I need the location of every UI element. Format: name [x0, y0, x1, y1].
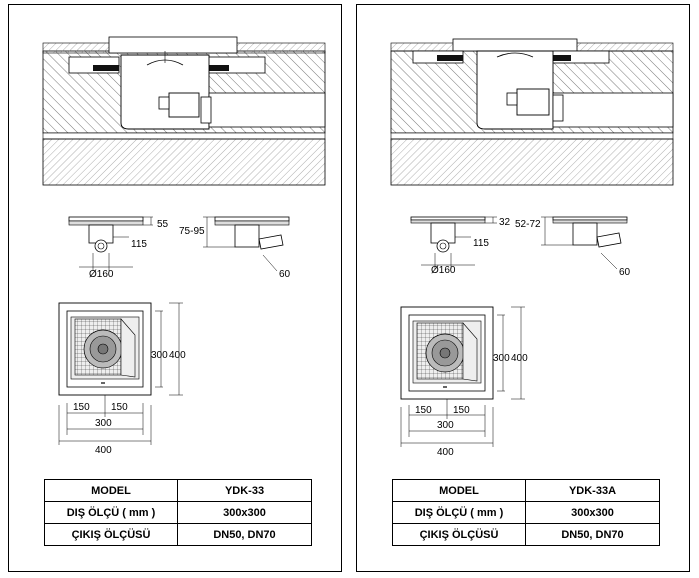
dim-outer-height: 400	[169, 350, 186, 361]
panel-ydk-33a: 32 52-72 115 Ø160 60 300 400 150 150 300…	[356, 4, 690, 572]
dim-outer-width: 400	[95, 445, 112, 456]
dim-depth-range: 75-95	[179, 226, 205, 237]
spec-label-outlet: ÇIKIŞ ÖLÇÜSÜ	[44, 523, 178, 546]
spec-label-size: DIŞ ÖLÇÜ ( mm )	[44, 501, 178, 524]
dim-half-b: 150	[111, 402, 128, 413]
dim-outlet-diameter: Ø160	[89, 269, 114, 280]
spec-table: MODEL YDK-33 DIŞ ÖLÇÜ ( mm ) 300x300 ÇIK…	[44, 479, 312, 546]
spec-row-size: DIŞ ÖLÇÜ ( mm ) 300x300	[392, 501, 660, 524]
dim-outlet-height: 115	[473, 238, 489, 249]
technical-drawing: 32 52-72 115 Ø160 60 300 400 150 150 300…	[390, 38, 674, 458]
spec-row-outlet: ÇIKIŞ ÖLÇÜSÜ DN50, DN70	[44, 523, 312, 546]
plan-view	[400, 306, 525, 447]
spec-row-model: MODEL YDK-33	[44, 479, 312, 502]
section-view	[42, 36, 326, 186]
spec-value-model: YDK-33A	[525, 479, 660, 502]
dim-side-outlet: 60	[619, 267, 631, 278]
dim-side-outlet: 60	[279, 269, 291, 280]
spec-row-outlet: ÇIKIŞ ÖLÇÜSÜ DN50, DN70	[392, 523, 660, 546]
spec-label-outlet: ÇIKIŞ ÖLÇÜSÜ	[392, 523, 526, 546]
spec-row-model: MODEL YDK-33A	[392, 479, 660, 502]
dim-inner-width: 300	[437, 420, 454, 431]
dim-half-b: 150	[453, 405, 470, 416]
dim-inner-height: 300	[151, 350, 168, 361]
spec-value-size: 300x300	[525, 501, 660, 524]
spec-value-outlet: DN50, DN70	[525, 523, 660, 546]
side-view-profile	[541, 216, 628, 270]
plan-view	[58, 302, 183, 445]
dim-inner-width: 300	[95, 418, 112, 429]
dim-outer-width: 400	[437, 447, 454, 458]
spec-table: MODEL YDK-33A DIŞ ÖLÇÜ ( mm ) 300x300 ÇI…	[392, 479, 660, 546]
dim-inner-height: 300	[493, 353, 510, 364]
panel-ydk-33: 55 75-95 115 Ø160 60 300 400 150 150 300…	[8, 4, 342, 572]
section-view	[390, 38, 674, 186]
dim-height: 55	[157, 219, 169, 230]
dim-half-a: 150	[73, 402, 90, 413]
dim-height: 32	[499, 217, 511, 228]
spec-label-model: MODEL	[44, 479, 178, 502]
spec-row-size: DIŞ ÖLÇÜ ( mm ) 300x300	[44, 501, 312, 524]
side-view-front	[68, 216, 153, 271]
technical-drawing: 55 75-95 115 Ø160 60 300 400 150 150 300…	[42, 36, 326, 456]
dim-depth-range: 52-72	[515, 219, 541, 230]
dim-outlet-diameter: Ø160	[431, 265, 456, 276]
spec-value-model: YDK-33	[177, 479, 312, 502]
spec-label-size: DIŞ ÖLÇÜ ( mm )	[392, 501, 526, 524]
dim-outlet-height: 115	[131, 239, 147, 250]
spec-value-size: 300x300	[177, 501, 312, 524]
dim-outer-height: 400	[511, 353, 528, 364]
spec-value-outlet: DN50, DN70	[177, 523, 312, 546]
side-view-front	[410, 216, 497, 269]
side-view-profile	[203, 216, 290, 272]
spec-label-model: MODEL	[392, 479, 526, 502]
dim-half-a: 150	[415, 405, 432, 416]
